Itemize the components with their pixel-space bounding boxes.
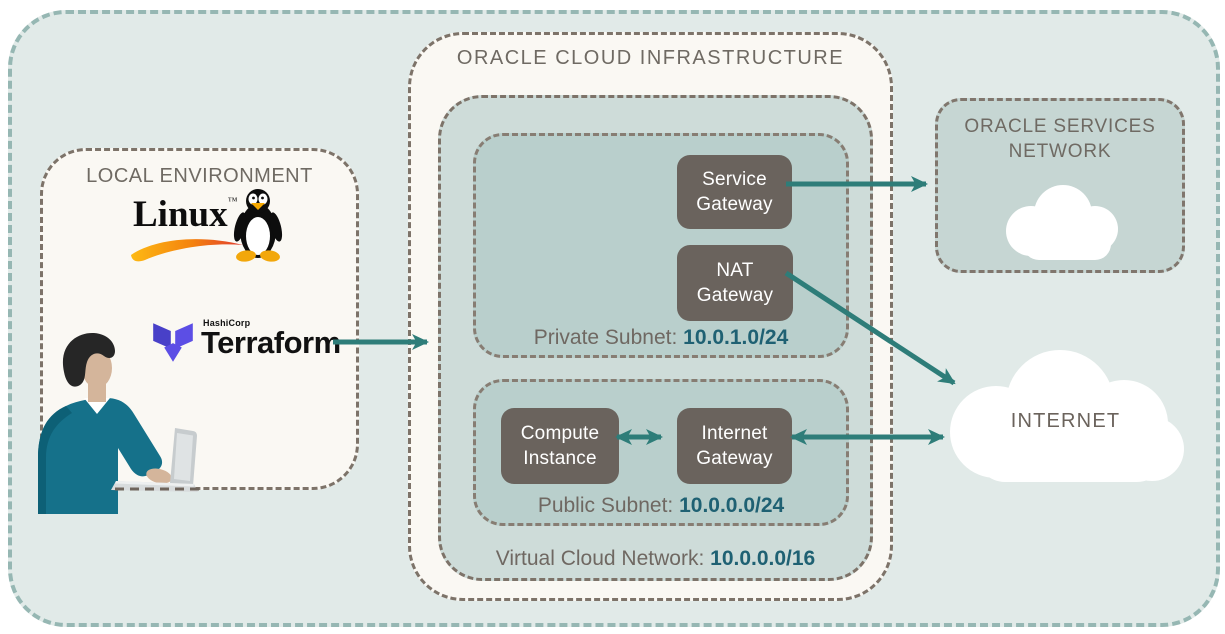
compute-instance-node: Compute Instance [501, 408, 619, 484]
nat-gateway-node: NAT Gateway [677, 245, 793, 321]
terraform-logo: HashiCorp Terraform [149, 317, 367, 367]
internet-cloud-icon [950, 350, 1184, 482]
hashicorp-brand: HashiCorp [203, 318, 251, 328]
terraform-icon [153, 323, 193, 362]
laptop-base-edge [115, 481, 194, 487]
person-illustration [38, 332, 204, 514]
oci-title: ORACLE CLOUD INFRASTRUCTURE [456, 47, 845, 69]
local-environment-title: LOCAL ENVIRONMENT [86, 165, 313, 187]
laptop-screen-edge [174, 433, 193, 481]
local-environment-box: LOCAL ENVIRONMENT Linux™ [40, 148, 359, 490]
person-shirt [38, 398, 163, 514]
person-face [82, 348, 112, 388]
vcn-label: Virtual Cloud Network: 10.0.0.0/16 [495, 547, 816, 570]
terraform-wordmark: Terraform [201, 325, 341, 360]
private-subnet-label: Private Subnet: 10.0.1.0/24 [533, 326, 789, 349]
tux-penguin-icon [233, 189, 283, 262]
internet-label: INTERNET [1010, 410, 1121, 432]
osn-title: ORACLE SERVICES NETWORK [964, 116, 1156, 162]
private-subnet-box: Service Gateway NAT Gateway Private Subn… [473, 133, 849, 358]
internet-cloud: INTERNET [938, 350, 1193, 484]
linux-logo: Linux™ [128, 189, 318, 273]
linux-swoosh-icon [131, 239, 243, 262]
service-gateway-node: Service Gateway [677, 155, 792, 229]
linux-trademark: ™ [227, 196, 238, 207]
linux-wordmark: Linux™ [133, 194, 238, 235]
private-subnet-cidr: 10.0.1.0/24 [683, 326, 789, 349]
person-hand [146, 468, 172, 484]
vcn-cidr: 10.0.0.0/16 [710, 547, 816, 570]
vcn-box: Service Gateway NAT Gateway Private Subn… [438, 95, 873, 581]
person-shirt-shade [38, 406, 72, 514]
public-subnet-cidr: 10.0.0.0/24 [679, 494, 785, 517]
public-subnet-box: Compute Instance Internet Gateway Public… [473, 379, 849, 526]
oci-box: ORACLE CLOUD INFRASTRUCTURE Service Gate… [408, 32, 893, 601]
oracle-services-network-box: ORACLE SERVICES NETWORK [935, 98, 1185, 273]
cloud-icon [1006, 185, 1118, 260]
person-hair [62, 332, 115, 387]
public-subnet-label: Public Subnet: 10.0.0.0/24 [537, 494, 785, 517]
internet-gateway-node: Internet Gateway [677, 408, 792, 484]
